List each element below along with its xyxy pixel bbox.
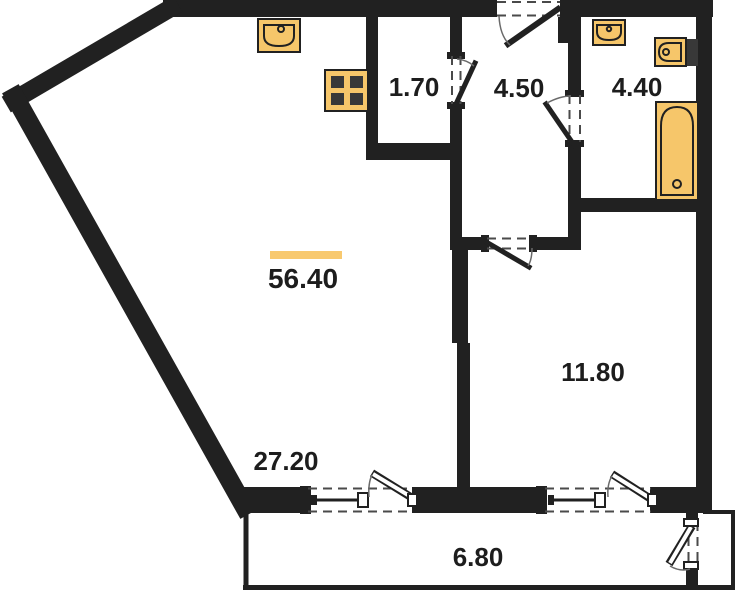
room-door	[484, 237, 533, 271]
room-balcony-door	[607, 470, 658, 507]
entrance-door	[497, 1, 563, 49]
bathroom-sink-icon	[592, 19, 626, 46]
storage-area-label: 1.70	[389, 72, 440, 102]
toilet-icon	[654, 37, 698, 67]
room-area-label: 11.80	[561, 357, 625, 387]
stove-icon	[324, 69, 369, 112]
room-window	[545, 487, 651, 513]
outer-walls	[1, 0, 713, 519]
kitchen-sink-icon	[257, 18, 301, 53]
living-window	[308, 487, 413, 513]
hallway-area-label: 4.50	[494, 73, 545, 103]
balcony-area-label: 6.80	[453, 542, 504, 572]
living-area-label: 27.20	[253, 446, 318, 476]
balcony-walls	[243, 510, 735, 590]
total-area-label: 56.40	[268, 263, 338, 294]
bathroom-area-label: 4.40	[612, 72, 663, 102]
living-balcony-door	[368, 469, 418, 507]
total-area: 56.40	[268, 251, 342, 294]
bathroom-door	[542, 95, 581, 149]
balcony-side-door	[665, 518, 699, 571]
bathtub-icon	[655, 101, 699, 201]
total-area-underline	[270, 251, 342, 259]
storage-door	[451, 56, 479, 108]
